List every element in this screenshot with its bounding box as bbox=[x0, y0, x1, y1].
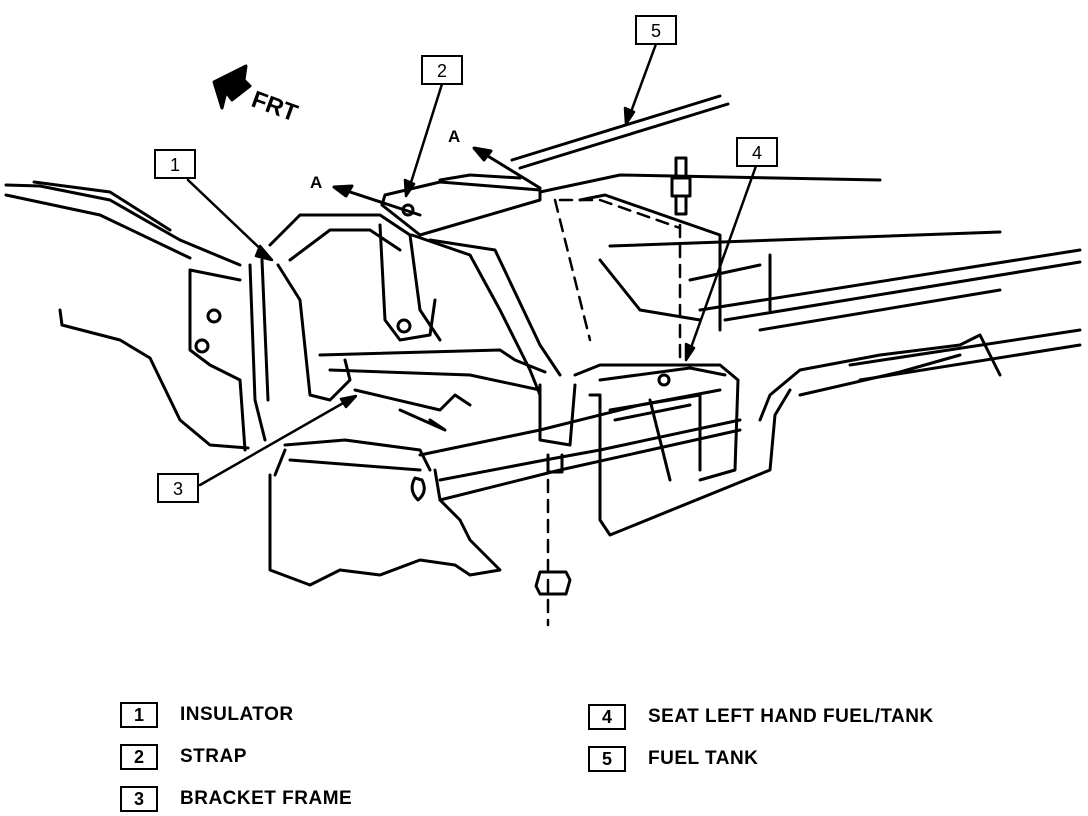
alignment-lines bbox=[546, 198, 682, 627]
mounting-nut bbox=[534, 453, 572, 596]
callout-box-3: 3 bbox=[157, 473, 199, 503]
callout-number: 4 bbox=[752, 143, 762, 163]
legend-label: BRACKET FRAME bbox=[180, 788, 353, 809]
section-label-left: A bbox=[310, 173, 322, 192]
callout-box-1: 1 bbox=[154, 149, 196, 179]
crossmember bbox=[268, 383, 742, 587]
legend-number: 3 bbox=[120, 786, 158, 812]
callout-box-5: 5 bbox=[635, 15, 677, 45]
legend-label: INSULATOR bbox=[180, 704, 294, 725]
section-arrows bbox=[332, 146, 542, 217]
legend-number: 1 bbox=[120, 702, 158, 728]
callout-number: 5 bbox=[651, 21, 661, 41]
left-frame-rail bbox=[4, 180, 250, 452]
legend-number: 4 bbox=[588, 704, 626, 730]
callout-number: 3 bbox=[173, 479, 183, 499]
legend-item: 1 INSULATOR bbox=[120, 702, 294, 728]
legend-item: 5 FUEL TANK bbox=[588, 746, 758, 772]
callout-leaders bbox=[186, 42, 758, 487]
callout-number: 1 bbox=[170, 155, 180, 175]
mounting-bolt bbox=[670, 156, 692, 216]
legend-item: 3 BRACKET FRAME bbox=[120, 786, 352, 812]
fuel-tank-outline bbox=[510, 94, 1082, 382]
legend-number: 2 bbox=[120, 744, 158, 770]
callout-box-2: 2 bbox=[421, 55, 463, 85]
section-label-right: A bbox=[448, 127, 460, 146]
legend-label: SEAT LEFT HAND FUEL/TANK bbox=[648, 706, 934, 727]
front-direction-label: FRT bbox=[248, 86, 301, 127]
legend-label: STRAP bbox=[180, 746, 247, 767]
strap bbox=[380, 173, 562, 397]
tank-seat-bracket bbox=[573, 333, 1002, 537]
callout-number: 2 bbox=[437, 61, 447, 81]
legend-label: FUEL TANK bbox=[648, 748, 759, 769]
insulator-bracket-assembly bbox=[248, 203, 547, 442]
legend-item: 2 STRAP bbox=[120, 744, 247, 770]
callout-box-4: 4 bbox=[736, 137, 778, 167]
legend-number: 5 bbox=[588, 746, 626, 772]
legend-item: 4 SEAT LEFT HAND FUEL/TANK bbox=[588, 704, 934, 730]
front-direction-arrow-icon bbox=[212, 64, 252, 110]
